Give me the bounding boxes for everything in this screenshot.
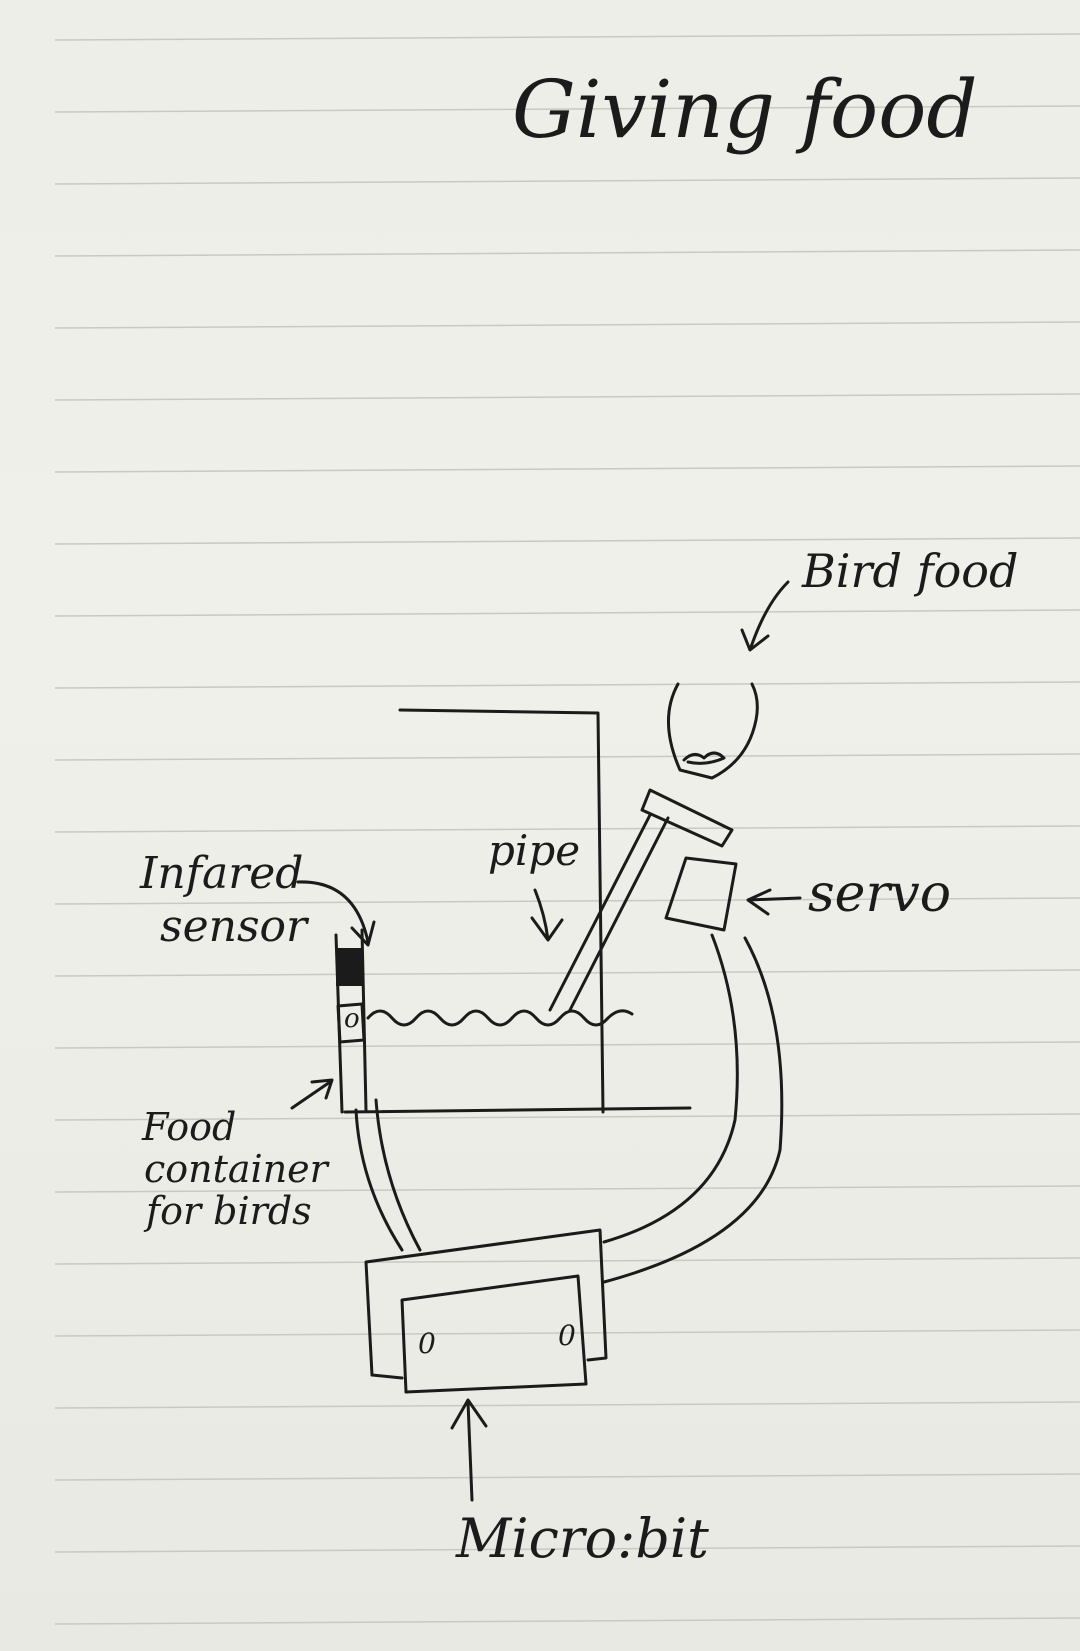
arrow-pipe	[530, 888, 564, 942]
label-microbit: Micro:bit	[456, 1507, 709, 1570]
wire-servo-inner	[602, 933, 739, 1244]
microbit-clip	[370, 1373, 404, 1380]
microbit-outer	[364, 1228, 608, 1377]
hopper-box	[398, 708, 605, 1114]
label-food-container-line1: Food	[142, 1105, 237, 1149]
food-surface	[366, 1009, 634, 1027]
pipe-tube	[548, 813, 670, 1012]
servo-box	[664, 856, 738, 932]
microbit-pin-right: 0	[558, 1319, 576, 1352]
wire-servo-outer	[602, 936, 784, 1284]
label-food-container-line2: container	[144, 1147, 328, 1191]
arrow-servo	[746, 888, 802, 916]
label-infrared-line2: sensor	[160, 901, 308, 952]
arrow-bird-food	[740, 580, 790, 652]
label-pipe: pipe	[488, 826, 581, 875]
label-servo: servo	[808, 864, 951, 924]
arrow-microbit	[450, 1398, 488, 1502]
sensor-eye-label: o	[344, 1004, 360, 1034]
label-bird-food: Bird food	[802, 544, 1019, 598]
label-food-container-line3: for birds	[146, 1189, 312, 1233]
arrow-food-container	[290, 1078, 334, 1110]
label-infrared-line1: Infared	[140, 848, 304, 899]
bird-food-fill	[682, 751, 726, 765]
base-line	[343, 1106, 692, 1114]
page-title: Giving food	[512, 63, 978, 156]
wire-sensor-left	[354, 1108, 404, 1252]
sensor-block	[336, 948, 363, 986]
wire-sensor-right	[374, 1098, 422, 1252]
microbit-pin-left: 0	[418, 1327, 436, 1360]
microbit-inner	[400, 1274, 588, 1394]
arrow-infrared	[296, 880, 376, 947]
servo-arm	[640, 788, 734, 848]
sensor-eye-box	[336, 1002, 366, 1044]
bird-food-bag	[667, 682, 759, 780]
